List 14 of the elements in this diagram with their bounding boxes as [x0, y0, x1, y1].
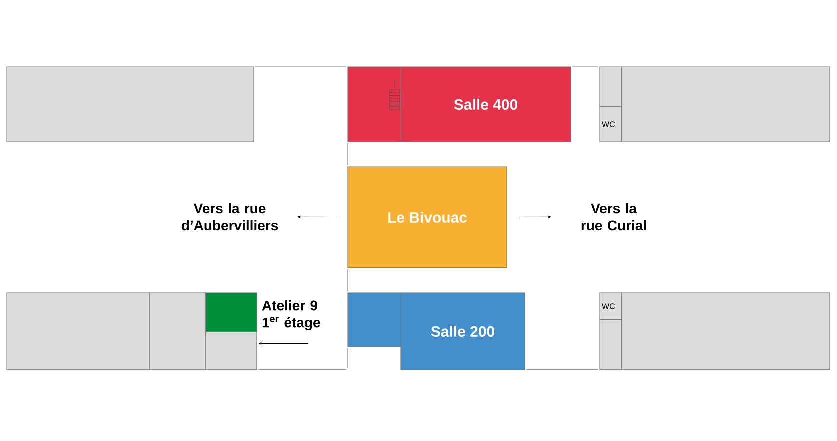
arrow: [258, 342, 308, 345]
building-block: [600, 320, 622, 370]
room-label: Atelier 9 1$^{er}$ étage: [262, 300, 320, 331]
building-block: [206, 332, 258, 370]
arrow: [517, 216, 552, 218]
street-label: Vers la rue d’Aubervilliers: [182, 203, 278, 231]
room-box: Le Bivouac: [348, 166, 508, 268]
arrow: [298, 216, 338, 218]
wc-box: WC: [600, 292, 622, 320]
building-block: [600, 66, 622, 108]
wc-box: WC: [600, 106, 622, 142]
room-box: [206, 292, 258, 332]
street-label: Vers la rue Curial: [582, 203, 646, 231]
building-block: [6, 66, 254, 142]
